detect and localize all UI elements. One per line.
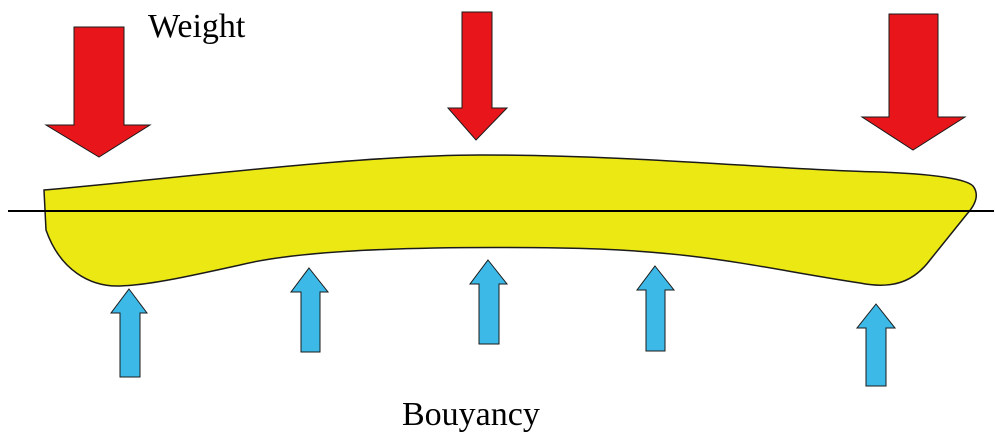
buoyancy-label: Bouyancy (402, 396, 540, 433)
hull-shape (43, 154, 978, 287)
buoyancy-arrow-icon (636, 265, 676, 352)
weight-label: Weight (148, 8, 246, 45)
buoyancy-arrow-icon (469, 259, 509, 345)
weight-arrow-icon (44, 26, 152, 158)
buoyancy-arrow-icon (290, 267, 330, 353)
weight-arrow-icon (860, 13, 967, 151)
buoyancy-arrow-icon (110, 288, 148, 378)
weight-arrow-icon (446, 11, 509, 141)
buoyancy-arrow-icon (855, 303, 897, 387)
